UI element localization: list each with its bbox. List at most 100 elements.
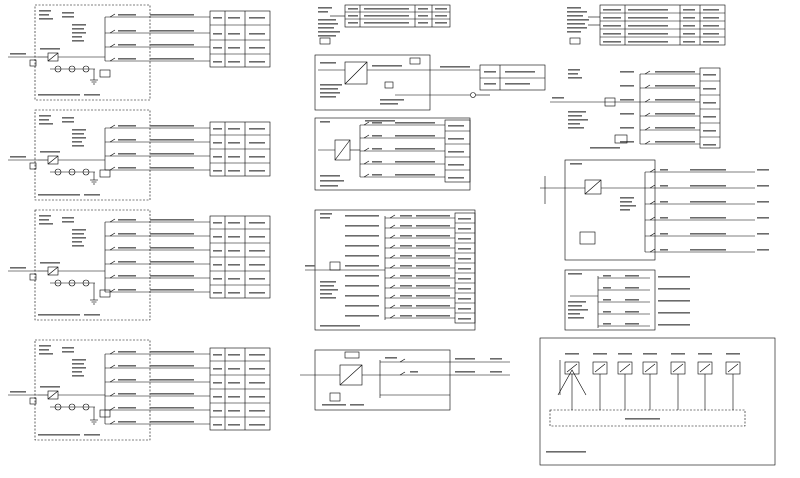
device-spec-label <box>72 367 86 369</box>
feeder-breaker <box>109 260 116 265</box>
relay <box>409 57 421 65</box>
feeder-breaker <box>109 218 116 223</box>
feeder-breaker <box>109 152 116 157</box>
board-name-label <box>568 69 580 71</box>
device-spec-label <box>567 11 587 13</box>
feeder-breaker <box>389 304 396 309</box>
breaker-rating-label <box>118 30 136 32</box>
cable-spec-label <box>150 289 194 291</box>
cable-spec-label <box>655 71 695 73</box>
cable-spec-label <box>395 135 435 137</box>
device-spec-label <box>320 175 340 177</box>
load-label <box>249 156 265 158</box>
meter-symbol <box>54 65 62 73</box>
distribution-board-right-2 <box>550 67 721 149</box>
cable-spec-label <box>416 235 450 237</box>
distribution-board-middle-3 <box>314 117 471 191</box>
load-label <box>658 324 690 326</box>
cell-label <box>348 22 358 24</box>
phase-label <box>228 410 240 412</box>
node-unit-hatch <box>699 363 711 373</box>
circuit-id-label <box>213 264 222 266</box>
node-label <box>618 353 632 355</box>
board-name-label <box>39 219 49 221</box>
phase-label <box>603 323 611 325</box>
contactor-diagonal <box>344 61 368 85</box>
feeder-breaker <box>649 184 656 189</box>
breaker-type-label <box>400 265 412 267</box>
breaker-rating-label <box>660 233 668 235</box>
cable-spec-label <box>416 305 450 307</box>
load-label <box>249 396 265 398</box>
board-enclosure <box>34 109 151 201</box>
breaker-rating-label <box>118 261 136 263</box>
distribution-board-right-4 <box>564 269 690 331</box>
cell-label <box>603 33 621 35</box>
device-spec-label <box>320 281 336 283</box>
control-circuit-middle-5 <box>300 349 510 411</box>
board-name-label <box>568 273 582 275</box>
relay <box>329 392 341 402</box>
phase-label <box>228 61 240 63</box>
breaker-rating-label <box>620 99 634 101</box>
device-spec-label <box>318 35 336 37</box>
board-spec-label <box>62 12 74 14</box>
load-label <box>658 312 690 314</box>
phase-label <box>228 354 240 356</box>
device-spec-label <box>568 123 580 125</box>
device-spec-label <box>567 31 581 33</box>
circuit-table <box>444 119 471 183</box>
board-caption <box>38 194 80 196</box>
breaker-rating-label <box>118 351 136 353</box>
circuit-id-label <box>213 17 222 19</box>
node-unit-hatch <box>619 363 631 373</box>
device-spec-label <box>320 96 336 98</box>
main-switch-contact <box>584 179 602 195</box>
load-label <box>658 300 690 302</box>
feeder-breaker <box>644 98 651 103</box>
circuit-id-label <box>213 156 222 158</box>
device-spec-label <box>318 23 338 25</box>
feeder-breaker <box>389 224 396 229</box>
feeder-breaker <box>109 43 116 48</box>
board-caption <box>320 325 360 327</box>
feeder-breaker <box>109 350 116 355</box>
cable-spec-label <box>150 153 194 155</box>
terminal-table <box>479 64 546 91</box>
device-spec-label <box>72 32 86 34</box>
network-bus <box>549 409 746 427</box>
cable-spec-label <box>395 148 435 150</box>
device-spec-label <box>72 129 86 131</box>
device-spec-label <box>620 205 636 207</box>
breaker-type-label <box>400 285 412 287</box>
main-breaker-contact <box>47 266 59 276</box>
main-breaker <box>329 261 341 271</box>
device-spec-label <box>568 111 586 113</box>
circuit-table <box>454 212 476 324</box>
cable-spec-label <box>416 245 450 247</box>
terminal-box <box>29 397 37 405</box>
load-label <box>249 278 265 280</box>
breaker-rating-label <box>345 255 379 257</box>
cable-spec-label <box>416 315 450 317</box>
breaker-rating-label <box>345 305 379 307</box>
meter-symbol <box>68 403 76 411</box>
breaker-type-label <box>400 255 412 257</box>
feeder-breaker <box>389 274 396 279</box>
cell-label <box>703 102 716 104</box>
device-spec-label <box>568 305 582 307</box>
control-circuit-middle-2 <box>314 54 546 111</box>
meter-symbol <box>82 168 90 176</box>
node-unit-hatch <box>566 363 578 373</box>
circuit-id-label <box>213 396 222 398</box>
feeder-breaker <box>649 248 656 253</box>
cable-spec-label <box>150 393 194 395</box>
cell-label <box>628 9 668 11</box>
breaker-rating-label <box>372 135 382 137</box>
load-label <box>249 368 265 370</box>
load-label <box>249 47 265 49</box>
device-spec-label <box>72 141 82 143</box>
cable-spec-label <box>655 141 695 143</box>
cable-spec-label <box>416 225 450 227</box>
